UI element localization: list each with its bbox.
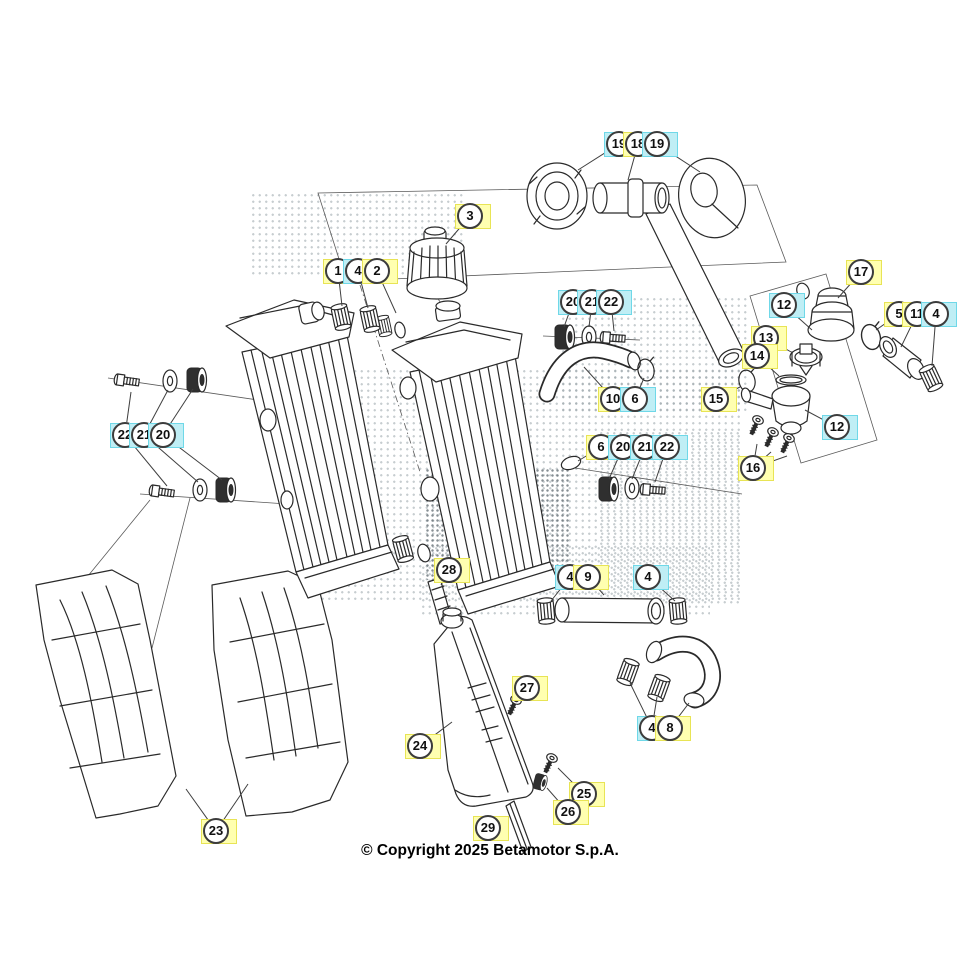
callout-8[interactable]: 8 [655, 715, 691, 741]
callout-3[interactable]: 3 [455, 203, 491, 229]
callout-23[interactable]: 23 [201, 818, 237, 844]
radiator-guard-right [211, 570, 349, 817]
callout-14[interactable]: 14 [742, 343, 778, 369]
callout-2[interactable]: 2 [362, 258, 398, 284]
radiator-cap [406, 226, 468, 312]
filler-neck-flange [526, 162, 588, 230]
callout-number: 12 [771, 292, 797, 318]
callout-number: 8 [657, 715, 683, 741]
copyright-text: © Copyright 2025 Betamotor S.p.A. [361, 842, 619, 859]
thermostat-valve [789, 343, 823, 376]
callout-number: 4 [923, 301, 949, 327]
breather-tube [505, 800, 532, 853]
callout-number: 3 [457, 203, 483, 229]
callout-12[interactable]: 12 [822, 414, 858, 440]
callout-number: 24 [407, 733, 433, 759]
callout-15[interactable]: 15 [701, 386, 737, 412]
callout-22[interactable]: 22 [596, 289, 632, 315]
callout-number: 2 [364, 258, 390, 284]
filler-tube [592, 178, 670, 218]
radiator-guard-left [35, 569, 177, 819]
callout-number: 14 [744, 343, 770, 369]
radiator-hose-upper [538, 341, 760, 403]
callout-number: 27 [514, 675, 540, 701]
callout-22[interactable]: 22 [652, 434, 688, 460]
callout-27[interactable]: 27 [512, 675, 548, 701]
callout-12[interactable]: 12 [769, 292, 805, 318]
callout-number: 29 [475, 815, 501, 841]
callout-number: 12 [824, 414, 850, 440]
thermostat-gasket [775, 374, 807, 386]
callout-number: 4 [635, 564, 661, 590]
elbow-hose [615, 635, 721, 709]
thermostat-assembly [740, 282, 855, 457]
callout-number: 19 [644, 131, 670, 157]
callout-number: 23 [203, 818, 229, 844]
spacer-sleeve [879, 336, 925, 380]
callout-number: 15 [703, 386, 729, 412]
callout-number: 9 [575, 564, 601, 590]
callout-26[interactable]: 26 [553, 799, 589, 825]
callout-number: 22 [598, 289, 624, 315]
cap-disc [678, 157, 746, 239]
callout-number: 6 [622, 386, 648, 412]
callout-24[interactable]: 24 [405, 733, 441, 759]
callout-17[interactable]: 17 [846, 259, 882, 285]
callout-number: 17 [848, 259, 874, 285]
callout-4[interactable]: 4 [921, 301, 957, 327]
callout-4[interactable]: 4 [633, 564, 669, 590]
overflow-tank [433, 607, 534, 807]
callout-number: 20 [150, 422, 176, 448]
callout-29[interactable]: 29 [473, 815, 509, 841]
radiator-left [225, 299, 431, 599]
callout-number: 18 [625, 131, 651, 157]
radiator-right [375, 300, 582, 615]
straight-hose [536, 596, 688, 626]
callout-number: 28 [436, 557, 462, 583]
callout-number: 16 [740, 455, 766, 481]
callout-28[interactable]: 28 [434, 557, 470, 583]
callout-19[interactable]: 19 [642, 131, 678, 157]
callout-16[interactable]: 16 [738, 455, 774, 481]
callout-6[interactable]: 6 [620, 386, 656, 412]
callout-9[interactable]: 9 [573, 564, 609, 590]
callout-number: 26 [555, 799, 581, 825]
callout-20[interactable]: 20 [148, 422, 184, 448]
callout-number: 22 [654, 434, 680, 460]
